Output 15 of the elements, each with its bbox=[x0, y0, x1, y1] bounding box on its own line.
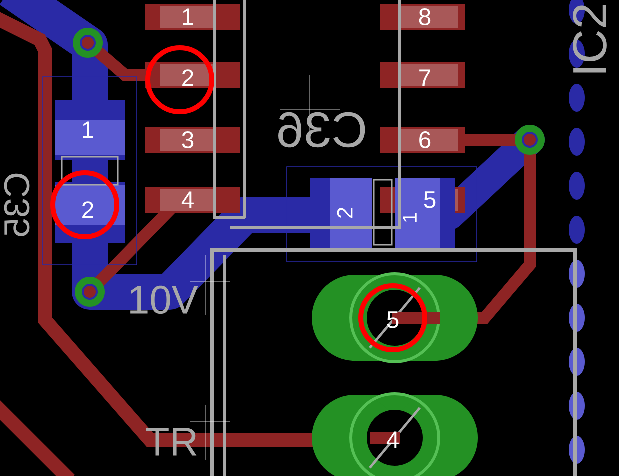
pad-number: 1 bbox=[403, 213, 417, 222]
pad-number: 1 bbox=[183, 8, 194, 26]
pad-number: 1 bbox=[83, 122, 94, 138]
part-label: C35 bbox=[4, 174, 30, 236]
pad-number: 7 bbox=[420, 70, 430, 86]
pad-number: 3 bbox=[182, 132, 194, 148]
pad-number: 2 bbox=[182, 70, 194, 86]
part-label: C36 bbox=[278, 112, 366, 148]
pad-number: 8 bbox=[419, 8, 431, 26]
pad-number: 2 bbox=[82, 202, 94, 218]
pad-number: 6 bbox=[420, 132, 431, 148]
pad-number: 5 bbox=[424, 192, 436, 208]
part-label: IC2 bbox=[573, 5, 607, 73]
pad-number: 2 bbox=[337, 208, 353, 218]
pad-number: 4 bbox=[182, 192, 194, 208]
